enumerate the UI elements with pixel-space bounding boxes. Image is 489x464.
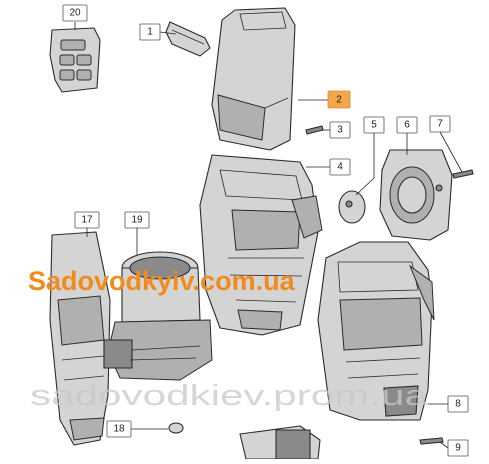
watermark-secondary: sadovodkiev.prom.ua <box>30 380 429 412</box>
callout-18: 18 <box>106 420 132 438</box>
part-1-handle <box>165 21 211 57</box>
svg-text:3: 3 <box>337 125 343 136</box>
svg-text:9: 9 <box>455 443 461 454</box>
callout-4: 4 <box>329 158 351 176</box>
svg-text:8: 8 <box>455 399 461 410</box>
callout-6: 6 <box>396 116 418 134</box>
svg-text:4: 4 <box>337 162 343 173</box>
watermark-primary: Sadovodkyiv.com.ua <box>28 266 296 296</box>
part-17-side-panel <box>49 231 111 446</box>
part-7-screw <box>452 169 474 179</box>
part-2-front-cover <box>211 7 296 151</box>
leader-lines <box>74 22 463 449</box>
svg-text:6: 6 <box>404 120 410 131</box>
callout-3: 3 <box>329 121 351 139</box>
part-4-main-frame <box>199 154 323 336</box>
svg-text:20: 20 <box>69 8 81 19</box>
part-3-screw <box>305 125 324 135</box>
part-6-flange <box>379 149 453 241</box>
callout-9: 9 <box>447 439 469 457</box>
part-20-label-sheet <box>49 27 101 93</box>
callout-17: 17 <box>74 211 100 229</box>
part-8-rear-housing <box>317 241 435 421</box>
part-18-cap <box>168 422 184 434</box>
callout-8: 8 <box>447 395 469 413</box>
part-9-screw <box>419 437 444 445</box>
svg-text:1: 1 <box>147 27 153 38</box>
svg-text:5: 5 <box>371 120 377 131</box>
callout-2: 2 <box>327 90 351 109</box>
callout-1: 1 <box>139 23 161 41</box>
svg-text:17: 17 <box>81 215 93 226</box>
svg-text:19: 19 <box>131 215 143 226</box>
svg-text:7: 7 <box>437 119 443 130</box>
svg-text:2: 2 <box>336 95 342 106</box>
part-19-motor <box>103 251 213 381</box>
base-bracket <box>239 425 321 460</box>
part-5-disc <box>338 190 366 224</box>
callout-19: 19 <box>124 211 150 229</box>
callout-20: 20 <box>62 4 88 22</box>
callout-7: 7 <box>429 115 451 133</box>
callout-5: 5 <box>363 116 385 134</box>
svg-text:18: 18 <box>113 424 125 435</box>
